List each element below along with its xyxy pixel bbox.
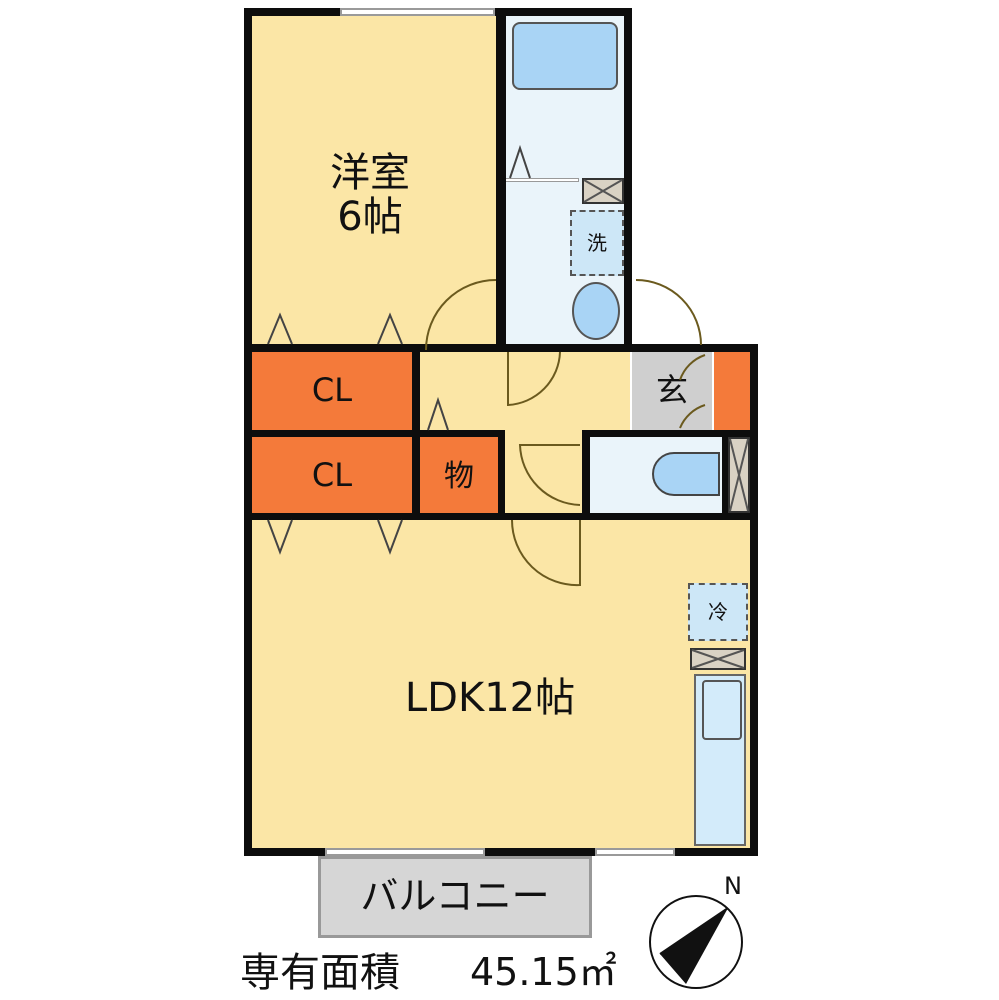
window [340,8,495,16]
washbasin-icon [572,282,620,340]
wall [582,513,756,520]
fridge-space [688,583,748,641]
wall [244,848,758,856]
washer-label: 洗 [587,231,607,255]
closet-2-label: CL [311,456,353,495]
storage-label: 物 [444,458,474,494]
wall [244,513,584,520]
wall [750,344,758,856]
storage [420,437,498,515]
shoe-cabinet [714,352,750,430]
sink-icon [702,680,742,740]
wall [722,430,728,520]
compass-icon [649,895,743,989]
area-label: 専有面積 [240,950,400,996]
balcony [318,856,592,938]
area-value: 45.15㎡ [470,950,617,995]
ldk-label: LDK12帖 [404,674,576,721]
western-room [248,10,500,350]
wall [244,344,754,352]
wall [624,8,632,350]
entrance-label: 玄 [655,371,688,410]
compass-north-label: N [724,871,742,900]
window [595,848,675,856]
closet-1-label: CL [311,371,353,410]
toilet-icon [652,452,720,496]
fridge-label: 冷 [708,600,728,624]
wall [582,430,590,520]
wall [582,430,756,437]
closet-1 [252,352,412,430]
wall [244,430,416,437]
entrance [632,352,712,430]
wall [412,430,504,437]
ldk-room [252,518,750,848]
washer-space [570,210,624,276]
balcony-label: バルコニー [360,874,550,919]
closet-2 [252,437,412,515]
window [325,848,485,856]
western-room-label: 洋室 6帖 [330,150,410,240]
bathtub-icon [512,22,618,90]
wall [498,430,505,518]
wall [496,8,506,350]
